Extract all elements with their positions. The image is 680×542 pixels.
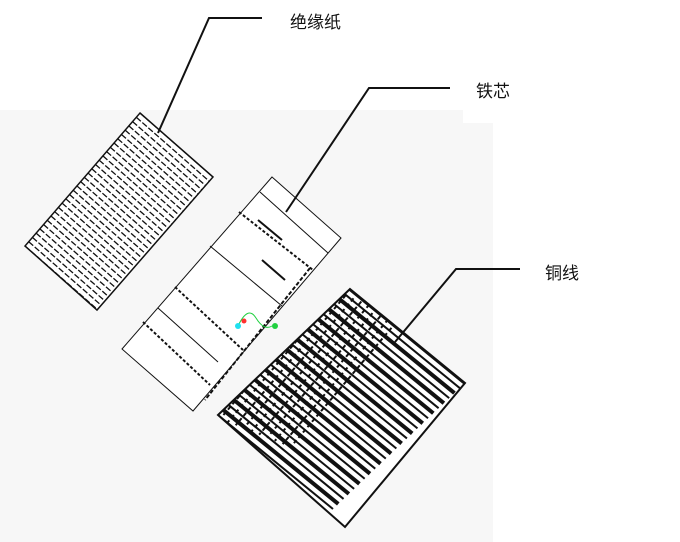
copper-winding-line <box>242 297 355 430</box>
label-copper-wire: 铜线 <box>545 264 579 284</box>
paper-hatch-line <box>76 185 151 251</box>
paper-hatch-line <box>28 241 103 307</box>
copper-winding-line <box>317 317 435 415</box>
copper-winding-line <box>250 300 363 433</box>
paper-hatch-line <box>31 236 106 302</box>
paper-hatch-line <box>54 211 129 277</box>
paper-hatch-line <box>65 198 140 264</box>
copper-winding-line <box>289 316 402 448</box>
paper-hatch-line <box>35 232 110 298</box>
label-iron-core: 铁芯 <box>476 82 510 102</box>
paper-hatch-line <box>132 121 207 187</box>
copper-winding-line <box>266 307 378 439</box>
iron-core-part <box>121 176 342 412</box>
insulating-paper-part <box>23 111 215 312</box>
leader-line-insulating-paper <box>157 17 262 134</box>
coordinate-axes-icon <box>235 312 278 329</box>
leader-line-copper-wire <box>394 268 520 343</box>
paper-hatch-line <box>72 189 147 255</box>
paper-hatch-line <box>50 215 125 281</box>
paper-hatch-line <box>106 151 181 217</box>
paper-hatch-line <box>25 245 99 310</box>
copper-winding-line <box>306 327 425 425</box>
paper-hatch-line <box>57 206 132 272</box>
copper-winding-line <box>227 404 345 500</box>
copper-winding-line <box>274 310 386 442</box>
copper-winding-line <box>333 303 450 399</box>
copper-winding-line <box>312 323 429 420</box>
copper-winding-line <box>258 304 370 436</box>
paper-hatch-line <box>83 176 158 242</box>
copper-winding-line <box>222 408 340 506</box>
paper-hatch-line <box>43 224 117 290</box>
paper-hatch-line <box>113 142 188 208</box>
copper-winding-line <box>259 373 376 470</box>
copper-winding-line <box>295 337 414 435</box>
copper-winding-line <box>281 313 394 445</box>
paper-hatch-line <box>135 116 210 182</box>
copper-winding-line <box>285 347 403 446</box>
copper-winding-line <box>218 414 334 510</box>
copper-winding-line <box>253 378 372 476</box>
copper-winding-line <box>264 368 382 466</box>
copper-winding-line <box>301 333 419 430</box>
copper-winding-line <box>243 388 361 486</box>
paper-hatch-line <box>95 163 169 229</box>
copper-wire-part <box>216 287 467 529</box>
paper-hatch-line <box>80 181 155 247</box>
copper-winding-line <box>249 383 366 480</box>
paper-hatch-line <box>117 138 192 204</box>
paper-hatch-line <box>121 133 195 199</box>
copper-winding-line <box>270 363 387 460</box>
copper-winding-line <box>234 294 347 426</box>
copper-winding-line <box>327 307 446 405</box>
paper-hatch-line <box>91 168 166 234</box>
paper-hatch-line <box>102 155 177 221</box>
paper-hatch-line <box>128 125 203 191</box>
paper-hatch-line <box>98 159 173 225</box>
paper-hatch-line <box>46 219 121 285</box>
paper-hatch-line <box>109 146 184 212</box>
paper-hatch-line <box>69 194 143 260</box>
paper-hatch-line <box>61 202 136 268</box>
paper-hatch-line <box>87 172 162 238</box>
copper-winding-line <box>274 358 393 456</box>
copper-winding-line <box>322 313 440 409</box>
paper-hatch-line <box>124 129 199 195</box>
copper-winding-line <box>280 353 397 450</box>
label-insulating-paper: 绝缘纸 <box>290 13 341 33</box>
copper-winding-line <box>338 297 456 395</box>
paper-hatch-line <box>39 228 114 294</box>
leader-line-iron-core <box>285 87 450 213</box>
